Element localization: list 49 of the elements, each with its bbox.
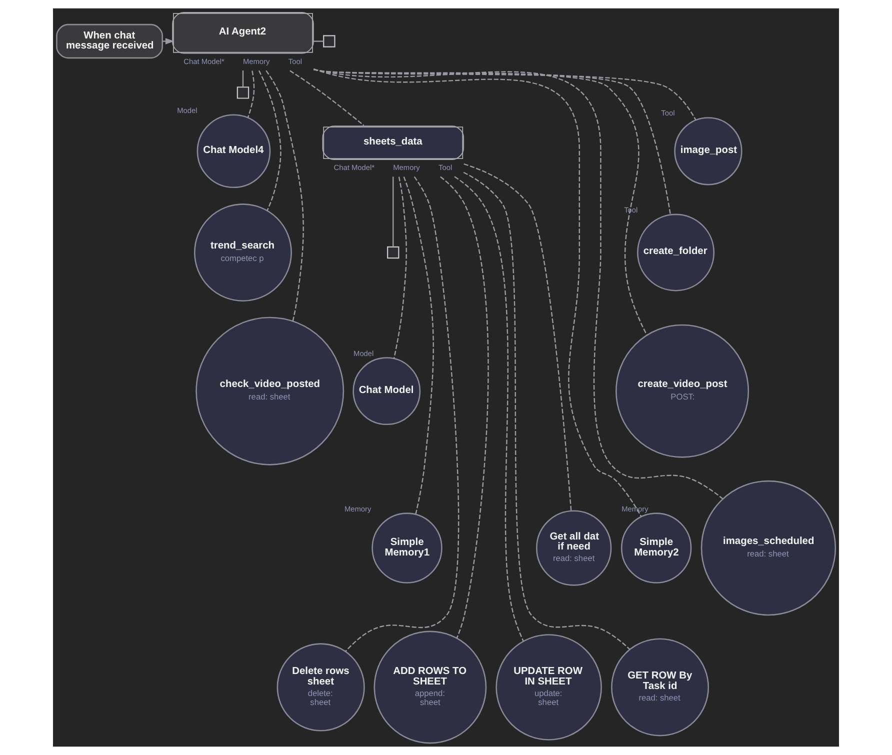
connector (440, 176, 489, 638)
arrow (162, 38, 174, 44)
connector (463, 172, 630, 650)
node-label: Tool (624, 205, 638, 214)
connector (247, 70, 255, 118)
connector (290, 70, 364, 126)
connector (314, 40, 324, 42)
node-label: Tool (288, 56, 302, 66)
connector (393, 176, 407, 359)
node-circle: image_post (674, 117, 742, 186)
node-circle: ADD ROWS TO SHEET append: sheet (374, 630, 487, 744)
node-label: Chat Model* (334, 163, 375, 172)
node-circle: Chat Model (352, 357, 421, 426)
node-circle: images_scheduled read: sheet (700, 480, 836, 616)
node-label: Chat Model* (184, 56, 224, 66)
node-label: Memory (393, 163, 420, 172)
node-label: Tool (661, 108, 675, 118)
connector (242, 70, 244, 88)
node-label: Memory (242, 56, 270, 66)
node-label: Memory (344, 504, 372, 514)
connector (313, 68, 642, 517)
connector (403, 176, 434, 514)
node-circle: Chat Model4 (196, 114, 271, 188)
node-circle: Delete rows sheet delete: sheet (276, 643, 365, 732)
node-label: Memory (622, 504, 648, 514)
node-circle: create_video_post POST: (616, 324, 750, 458)
node-circle: Simple Memory1 (372, 512, 442, 584)
connector (454, 176, 524, 642)
node-circle: GET ROW By Task id read: sheet (611, 638, 709, 736)
node-circle: Get all dat if need read: sheet (536, 510, 612, 586)
connector (392, 176, 394, 247)
connector (258, 70, 282, 211)
node-circle: UPDATE ROW IN SHEET update: sheet (496, 634, 602, 740)
node-label: Model (354, 349, 374, 358)
connector (266, 70, 304, 322)
node-box (236, 86, 250, 99)
node-box: When chat message received (56, 24, 163, 59)
node-circle: check_video_posted read: sheet (196, 316, 344, 466)
node-circle: trend_search competec p (194, 204, 292, 302)
connector (313, 68, 696, 120)
node-circle: Simple Memory2 (620, 512, 692, 584)
connector (464, 163, 572, 511)
connector (313, 68, 723, 500)
node-label: Model (177, 106, 198, 115)
node-box (323, 35, 336, 48)
node-label: Tool (438, 163, 452, 172)
node-circle: create_folder (637, 214, 715, 292)
connector (345, 176, 460, 652)
node-box (387, 246, 400, 259)
